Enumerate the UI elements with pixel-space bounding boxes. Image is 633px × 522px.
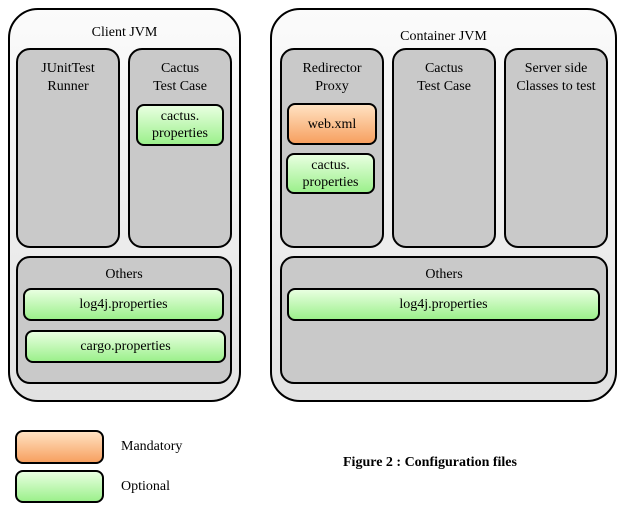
container-cactus-properties-file: cactus. properties <box>286 153 375 194</box>
container-cactus-test-case-label: Cactus Test Case <box>417 61 471 94</box>
server-side-classes-label: Server side Classes to test <box>516 61 596 94</box>
legend-mandatory-label: Mandatory <box>121 439 183 454</box>
container-log4j-properties-file: log4j.properties <box>287 288 600 321</box>
redirector-proxy-box: Redirector Proxy <box>280 48 384 248</box>
container-others-title: Others <box>425 267 463 282</box>
client-jvm-title: Client JVM <box>91 25 158 40</box>
client-cactus-test-case-label: Cactus Test Case <box>153 61 207 94</box>
client-junit-runner-label: JUnitTest Runner <box>41 61 95 94</box>
legend-optional-swatch <box>15 470 104 503</box>
client-cactus-properties-file: cactus. properties <box>136 104 224 146</box>
server-side-classes-box: Server side Classes to test <box>504 48 608 248</box>
legend-mandatory-swatch <box>15 430 104 464</box>
web-xml-file: web.xml <box>287 103 377 145</box>
client-others-title: Others <box>105 267 143 282</box>
redirector-proxy-label: Redirector Proxy <box>302 61 362 94</box>
client-junit-runner-box: JUnitTest Runner <box>16 48 120 248</box>
container-cactus-test-case-box: Cactus Test Case <box>392 48 496 248</box>
figure-caption: Figure 2 : Configuration files <box>343 455 517 470</box>
container-jvm-title: Container JVM <box>400 29 487 44</box>
legend-optional-label: Optional <box>121 479 170 494</box>
client-cactus-test-case-box: Cactus Test Case <box>128 48 232 248</box>
client-cargo-properties-file: cargo.properties <box>25 330 226 363</box>
client-log4j-properties-file: log4j.properties <box>23 288 224 321</box>
